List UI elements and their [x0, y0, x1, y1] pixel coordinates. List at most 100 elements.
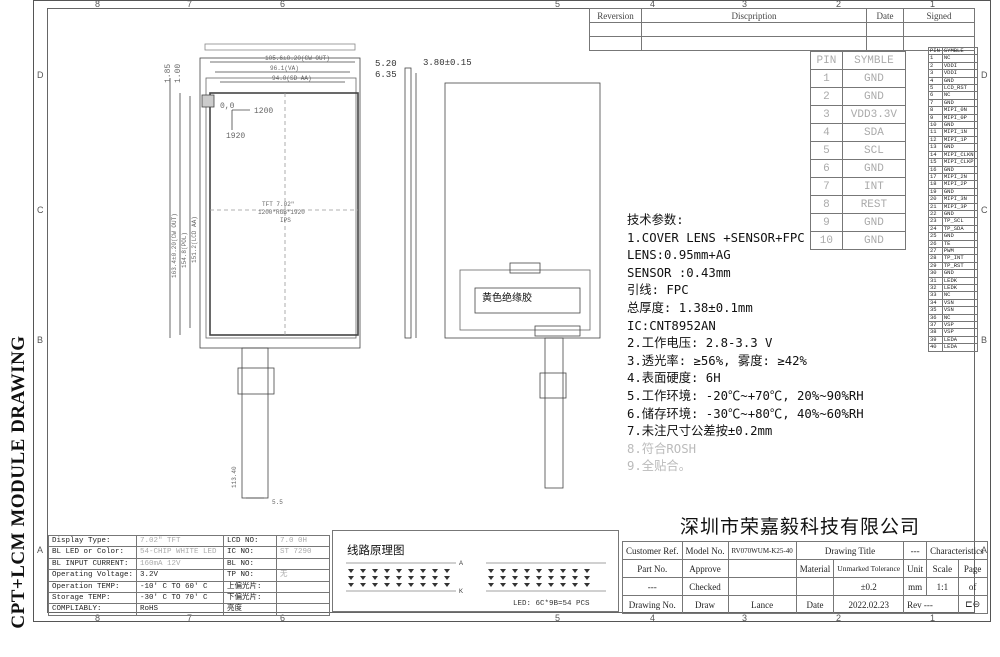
- dim-cw-width: 105.6±0.20(CW OUT): [265, 55, 330, 62]
- company-name: 深圳市荣嘉毅科技有限公司: [680, 516, 921, 538]
- param-value: -30' C TO 70' C: [136, 592, 225, 605]
- small-pin-number: 3: [928, 69, 943, 78]
- pin-symbol: GND: [841, 231, 907, 250]
- small-pin-symbol: MIPI_3P: [941, 202, 979, 211]
- spec-line: LENS:0.95mm+AG: [627, 248, 731, 263]
- pin-number: 5: [810, 141, 843, 160]
- led-diode-icon: [372, 576, 378, 580]
- param-label-2: BL NO:: [223, 557, 278, 571]
- spec-line: 总厚度: 1.38±0.1mm: [627, 300, 753, 315]
- revision-table: Reversion Discpription Date Signed: [589, 8, 975, 51]
- tolerance-value: ±0.2: [833, 577, 905, 596]
- spec-line-faint: 9.全贴合。: [627, 459, 691, 474]
- small-pin-number: 25: [928, 232, 943, 241]
- led-diode-icon: [408, 583, 414, 587]
- small-pin-number: 20: [928, 195, 943, 204]
- dim-1-00: 1.00: [174, 64, 183, 83]
- pin-number: 8: [810, 195, 843, 214]
- param-label-2: IC NO:: [223, 546, 278, 559]
- part-no-label: Part No.: [622, 559, 683, 578]
- led-diode-icon: [384, 576, 390, 580]
- small-pin-symbol: MIPI_CLKP: [941, 158, 979, 167]
- material-label: Material: [795, 559, 835, 578]
- row-b: B: [37, 335, 44, 345]
- small-symble-header: SYMBLE: [941, 46, 979, 56]
- led-diode-icon: [420, 576, 426, 580]
- param-label-2: TP NO:: [223, 569, 278, 582]
- led-diode-icon: [524, 583, 530, 587]
- led-diode-icon: [396, 576, 402, 580]
- small-pin-symbol: MIPI_3N: [941, 195, 979, 204]
- param-value: -10' C TO 60' C: [136, 580, 225, 594]
- pin-header: PIN: [810, 51, 843, 70]
- led-diode-icon: [444, 583, 450, 587]
- unit-label: Unit: [903, 559, 928, 578]
- rev-value: ---: [923, 599, 933, 610]
- small-pin-number: 35: [928, 306, 943, 315]
- scale-label: Scale: [926, 559, 959, 578]
- led-diode-icon: [536, 569, 542, 573]
- led-diode-icon: [536, 583, 542, 587]
- spec-line: 4.表面硬度: 6H: [627, 371, 721, 386]
- led-diode-icon: [384, 583, 390, 587]
- small-pin-symbol: NC: [941, 54, 979, 63]
- drawing-title-value: ---: [903, 541, 928, 560]
- drawer-name: Lance: [727, 595, 797, 614]
- pin-symbol: GND: [841, 159, 907, 178]
- small-pin-symbol: MIPI_0P: [941, 113, 979, 123]
- module-drawing: 105.6±0.20(CW OUT) 96.1(VA) 94.0(SD AA) …: [164, 43, 601, 506]
- small-pin-symbol: NC: [941, 291, 979, 300]
- cathode-label: K: [459, 589, 463, 595]
- led-diode-icon: [384, 569, 390, 573]
- led-diode-icon: [348, 576, 354, 580]
- page-value: of: [957, 577, 988, 596]
- spec-line: 5.工作环境: -20℃~+70℃, 20%~90%RH: [627, 388, 864, 403]
- param-value: 7.02" TFT: [136, 534, 225, 548]
- spec-line: IC:CNT8952AN: [627, 318, 716, 333]
- led-diode-icon: [512, 576, 518, 580]
- led-diode-icon: [348, 569, 354, 573]
- ips-label: IPS: [280, 217, 291, 224]
- small-pin-symbol: GND: [941, 232, 979, 241]
- spec-line: 6.储存环境: -30℃~+80℃, 40%~60%RH: [627, 406, 864, 421]
- spec-line: 7.未注尺寸公差按±0.2mm: [627, 424, 773, 439]
- projection-symbol-icon: ⊏⊝: [957, 595, 988, 614]
- pin-number: 7: [810, 177, 843, 196]
- dim-aa-height: 151.2(LCD AA): [191, 216, 198, 263]
- spec-heading: 技术参数:: [627, 213, 684, 227]
- dim-5-5: 5.5: [272, 499, 283, 506]
- led-diode-icon: [396, 569, 402, 573]
- spec-line: SENSOR :0.43mm: [627, 265, 731, 280]
- approve-label: Approve: [681, 559, 729, 578]
- led-diode-icon: [420, 583, 426, 587]
- col-1: 1: [930, 0, 936, 9]
- param-value: 160mA 12V: [136, 557, 225, 571]
- row-b-right: B: [981, 335, 988, 345]
- side-title: CPT+LCM MODULE DRAWING: [8, 335, 29, 629]
- spec-line: 引线: FPC: [627, 283, 689, 298]
- led-diode-icon: [488, 576, 494, 580]
- row-c: C: [37, 205, 44, 215]
- small-pin-symbol: VSP: [941, 321, 979, 330]
- col-4-bottom: 4: [650, 613, 656, 623]
- unit-value: mm: [903, 577, 928, 596]
- led-diode-icon: [548, 576, 554, 580]
- dim-1-85: 1.85: [164, 64, 173, 83]
